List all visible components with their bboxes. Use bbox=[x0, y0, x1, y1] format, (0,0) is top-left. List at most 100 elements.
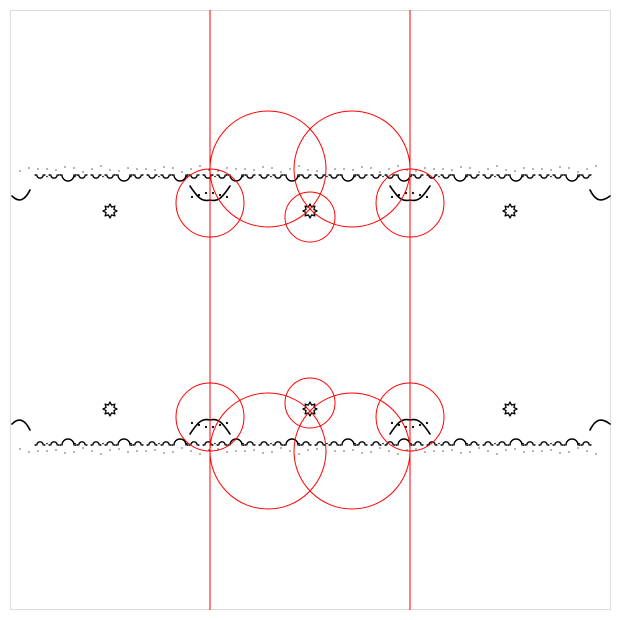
fractal-dot-428 bbox=[388, 450, 390, 452]
fractal-dot-402 bbox=[154, 449, 156, 451]
fractal-piece-56 bbox=[260, 174, 268, 179]
fractal-dot-92 bbox=[395, 174, 398, 176]
fractal-dot-246 bbox=[113, 444, 116, 446]
fractal-dot-357 bbox=[552, 444, 555, 446]
fractal-piece-331 bbox=[453, 438, 467, 446]
fractal-dot-171 bbox=[109, 169, 111, 171]
fractal-dot-382 bbox=[418, 423, 422, 427]
fractal-dot-157 bbox=[425, 195, 429, 199]
plot-frame bbox=[10, 10, 611, 610]
fractal-dot-270 bbox=[211, 444, 214, 446]
fractal-dot-451 bbox=[595, 453, 597, 455]
fractal-dot-353 bbox=[538, 444, 541, 446]
fractal-dot-409 bbox=[217, 448, 219, 450]
fractal-dot-216 bbox=[514, 170, 516, 172]
fractal-dot-208 bbox=[442, 168, 444, 170]
fractal-dot-370 bbox=[190, 421, 194, 425]
fractal-dot-68 bbox=[300, 174, 303, 176]
fractal-dot-199 bbox=[361, 166, 363, 168]
fractal-dot-348 bbox=[522, 442, 524, 445]
fractal-dot-55 bbox=[253, 174, 256, 176]
fractal-dot-65 bbox=[298, 174, 301, 176]
fractal-dot-262 bbox=[171, 444, 174, 446]
fractal-dot-238 bbox=[76, 444, 79, 446]
fractal-dot-31 bbox=[158, 175, 160, 178]
fractal-dot-2 bbox=[43, 174, 46, 176]
fractal-dot-449 bbox=[577, 447, 579, 449]
fractal-dot-73 bbox=[326, 175, 328, 178]
fractal-dot-80 bbox=[354, 175, 356, 178]
fractal-dot-260 bbox=[169, 444, 172, 446]
fractal-dot-207 bbox=[433, 168, 435, 170]
circle-upper-large-right bbox=[293, 110, 411, 228]
fractal-dot-155 bbox=[411, 191, 415, 195]
fractal-dot-138 bbox=[580, 174, 583, 176]
fractal-piece-244 bbox=[106, 441, 114, 446]
fractal-piece-119 bbox=[509, 174, 523, 182]
fractal-dot-443 bbox=[523, 451, 525, 453]
fractal-dot-430 bbox=[406, 449, 408, 451]
fractal-dot-36 bbox=[171, 174, 174, 176]
fractal-piece-81 bbox=[358, 174, 366, 179]
fractal-dot-422 bbox=[334, 450, 336, 452]
fractal-dot-204 bbox=[406, 169, 408, 171]
fractal-dot-346 bbox=[507, 444, 510, 446]
fractal-dot-113 bbox=[482, 174, 485, 176]
fractal-dot-439 bbox=[487, 450, 489, 452]
fractal-dot-358 bbox=[561, 444, 564, 446]
fractal-dot-405 bbox=[181, 447, 183, 449]
fractal-dot-375 bbox=[225, 421, 229, 425]
fractal-piece-98 bbox=[428, 174, 436, 179]
fractal-dot-277 bbox=[242, 444, 245, 446]
fractal-dot-236 bbox=[74, 442, 76, 445]
fractal-piece-293 bbox=[302, 441, 310, 446]
fractal-dot-167 bbox=[73, 167, 75, 169]
fractal-dot-184 bbox=[226, 167, 228, 169]
fractal-piece-49 bbox=[229, 174, 243, 182]
fractal-piece-140 bbox=[11, 189, 31, 201]
fractal-piece-376 bbox=[389, 418, 411, 435]
fractal-dot-417 bbox=[289, 450, 291, 452]
fractal-piece-384 bbox=[102, 401, 118, 417]
fractal-dot-373 bbox=[211, 425, 215, 429]
fractal-piece-46 bbox=[218, 174, 226, 179]
fractal-dot-392 bbox=[64, 452, 66, 454]
fractal-dot-389 bbox=[37, 450, 39, 452]
fractal-piece-28 bbox=[148, 174, 156, 179]
fractal-dot-78 bbox=[339, 174, 342, 176]
fractal-dot-249 bbox=[130, 444, 133, 446]
fractal-dot-176 bbox=[154, 169, 156, 171]
fractal-dot-306 bbox=[354, 442, 356, 445]
fractal-dot-393 bbox=[73, 451, 75, 453]
fractal-piece-345 bbox=[509, 438, 523, 446]
fractal-dot-212 bbox=[478, 171, 480, 173]
fractal-dot-425 bbox=[361, 452, 363, 454]
fractal-piece-39 bbox=[190, 174, 198, 179]
fractal-dot-354 bbox=[547, 444, 550, 446]
fractal-dot-139 bbox=[589, 174, 592, 176]
fractal-dot-287 bbox=[272, 444, 275, 446]
circle-upper-large-left bbox=[209, 110, 327, 228]
fractal-piece-32 bbox=[162, 174, 170, 179]
fractal-dot-196 bbox=[334, 168, 336, 170]
fractal-piece-310 bbox=[372, 441, 380, 446]
fractal-dot-200 bbox=[370, 167, 372, 169]
fractal-dot-299 bbox=[326, 442, 328, 445]
fractal-dot-255 bbox=[146, 444, 149, 446]
fractal-dot-355 bbox=[550, 442, 552, 445]
fractal-dot-271 bbox=[214, 442, 216, 445]
fractal-dot-120 bbox=[507, 174, 510, 176]
fractal-dot-394 bbox=[82, 447, 84, 449]
fractal-dot-253 bbox=[141, 444, 144, 446]
fractal-piece-328 bbox=[442, 441, 450, 446]
fractal-piece-109 bbox=[470, 174, 478, 179]
fractal-dot-209 bbox=[451, 169, 453, 171]
fractal-dot-183 bbox=[217, 170, 219, 172]
fractal-dot-263 bbox=[186, 444, 189, 446]
fractal-dot-295 bbox=[309, 444, 312, 446]
fractal-dot-383 bbox=[425, 421, 429, 425]
fractal-dot-350 bbox=[524, 444, 527, 446]
fractal-dot-285 bbox=[270, 442, 272, 445]
fractal-dot-431 bbox=[415, 448, 417, 450]
fractal-dot-128 bbox=[547, 174, 550, 176]
